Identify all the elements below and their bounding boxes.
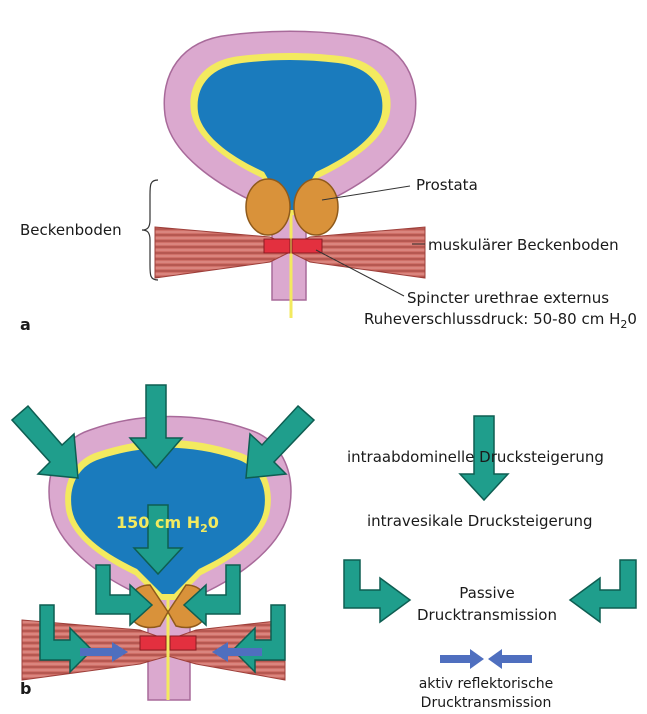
- prostate-right-a: [294, 179, 338, 235]
- label-muskularer-beckenboden: muskulärer Beckenboden: [428, 236, 619, 254]
- label-drucktransmission: Drucktransmission: [417, 606, 557, 624]
- label-passive: Passive: [459, 584, 514, 602]
- prostate-left-a: [246, 179, 290, 235]
- teal-arrow-diagonal-right-icon: [246, 406, 314, 478]
- label-ruheverschlussdruck: Ruheverschlussdruck: 50-80 cm H20: [364, 310, 637, 331]
- legend-blue-arrow-right-icon: [440, 649, 484, 669]
- urine-a: [198, 60, 383, 210]
- legend-reflex-arrows: [440, 649, 532, 669]
- label-aktiv-reflektorische: aktiv reflektorische: [419, 676, 554, 692]
- sphincter-right-b: [170, 636, 196, 650]
- label-prostata: Prostata: [416, 176, 478, 194]
- label-aktiv-drucktransmission: Drucktransmission: [421, 695, 552, 711]
- panel-b: 150 cm H20 b intraabdominelle Drucksteig…: [12, 385, 636, 711]
- label-spincter: Spincter urethrae externus: [407, 289, 609, 307]
- label-intraabdominelle: intraabdominelle Drucksteigerung: [347, 448, 604, 466]
- panel-letter-a: a: [20, 315, 31, 334]
- label-beckenboden: Beckenboden: [20, 221, 122, 239]
- teal-arrow-diagonal-left-icon: [12, 406, 78, 478]
- flow-arrow-curve-left-icon: [344, 560, 410, 622]
- panel-letter-b: b: [20, 679, 31, 698]
- flow-arrow-curve-right-icon: [570, 560, 636, 622]
- label-intravesikale: intravesikale Drucksteigerung: [367, 512, 592, 530]
- panel-a: Beckenboden Prostata muskulärer Beckenbo…: [20, 31, 637, 334]
- legend-blue-arrow-left-icon: [488, 649, 532, 669]
- sphincter-left-a: [264, 239, 290, 253]
- sphincter-left-b: [140, 636, 166, 650]
